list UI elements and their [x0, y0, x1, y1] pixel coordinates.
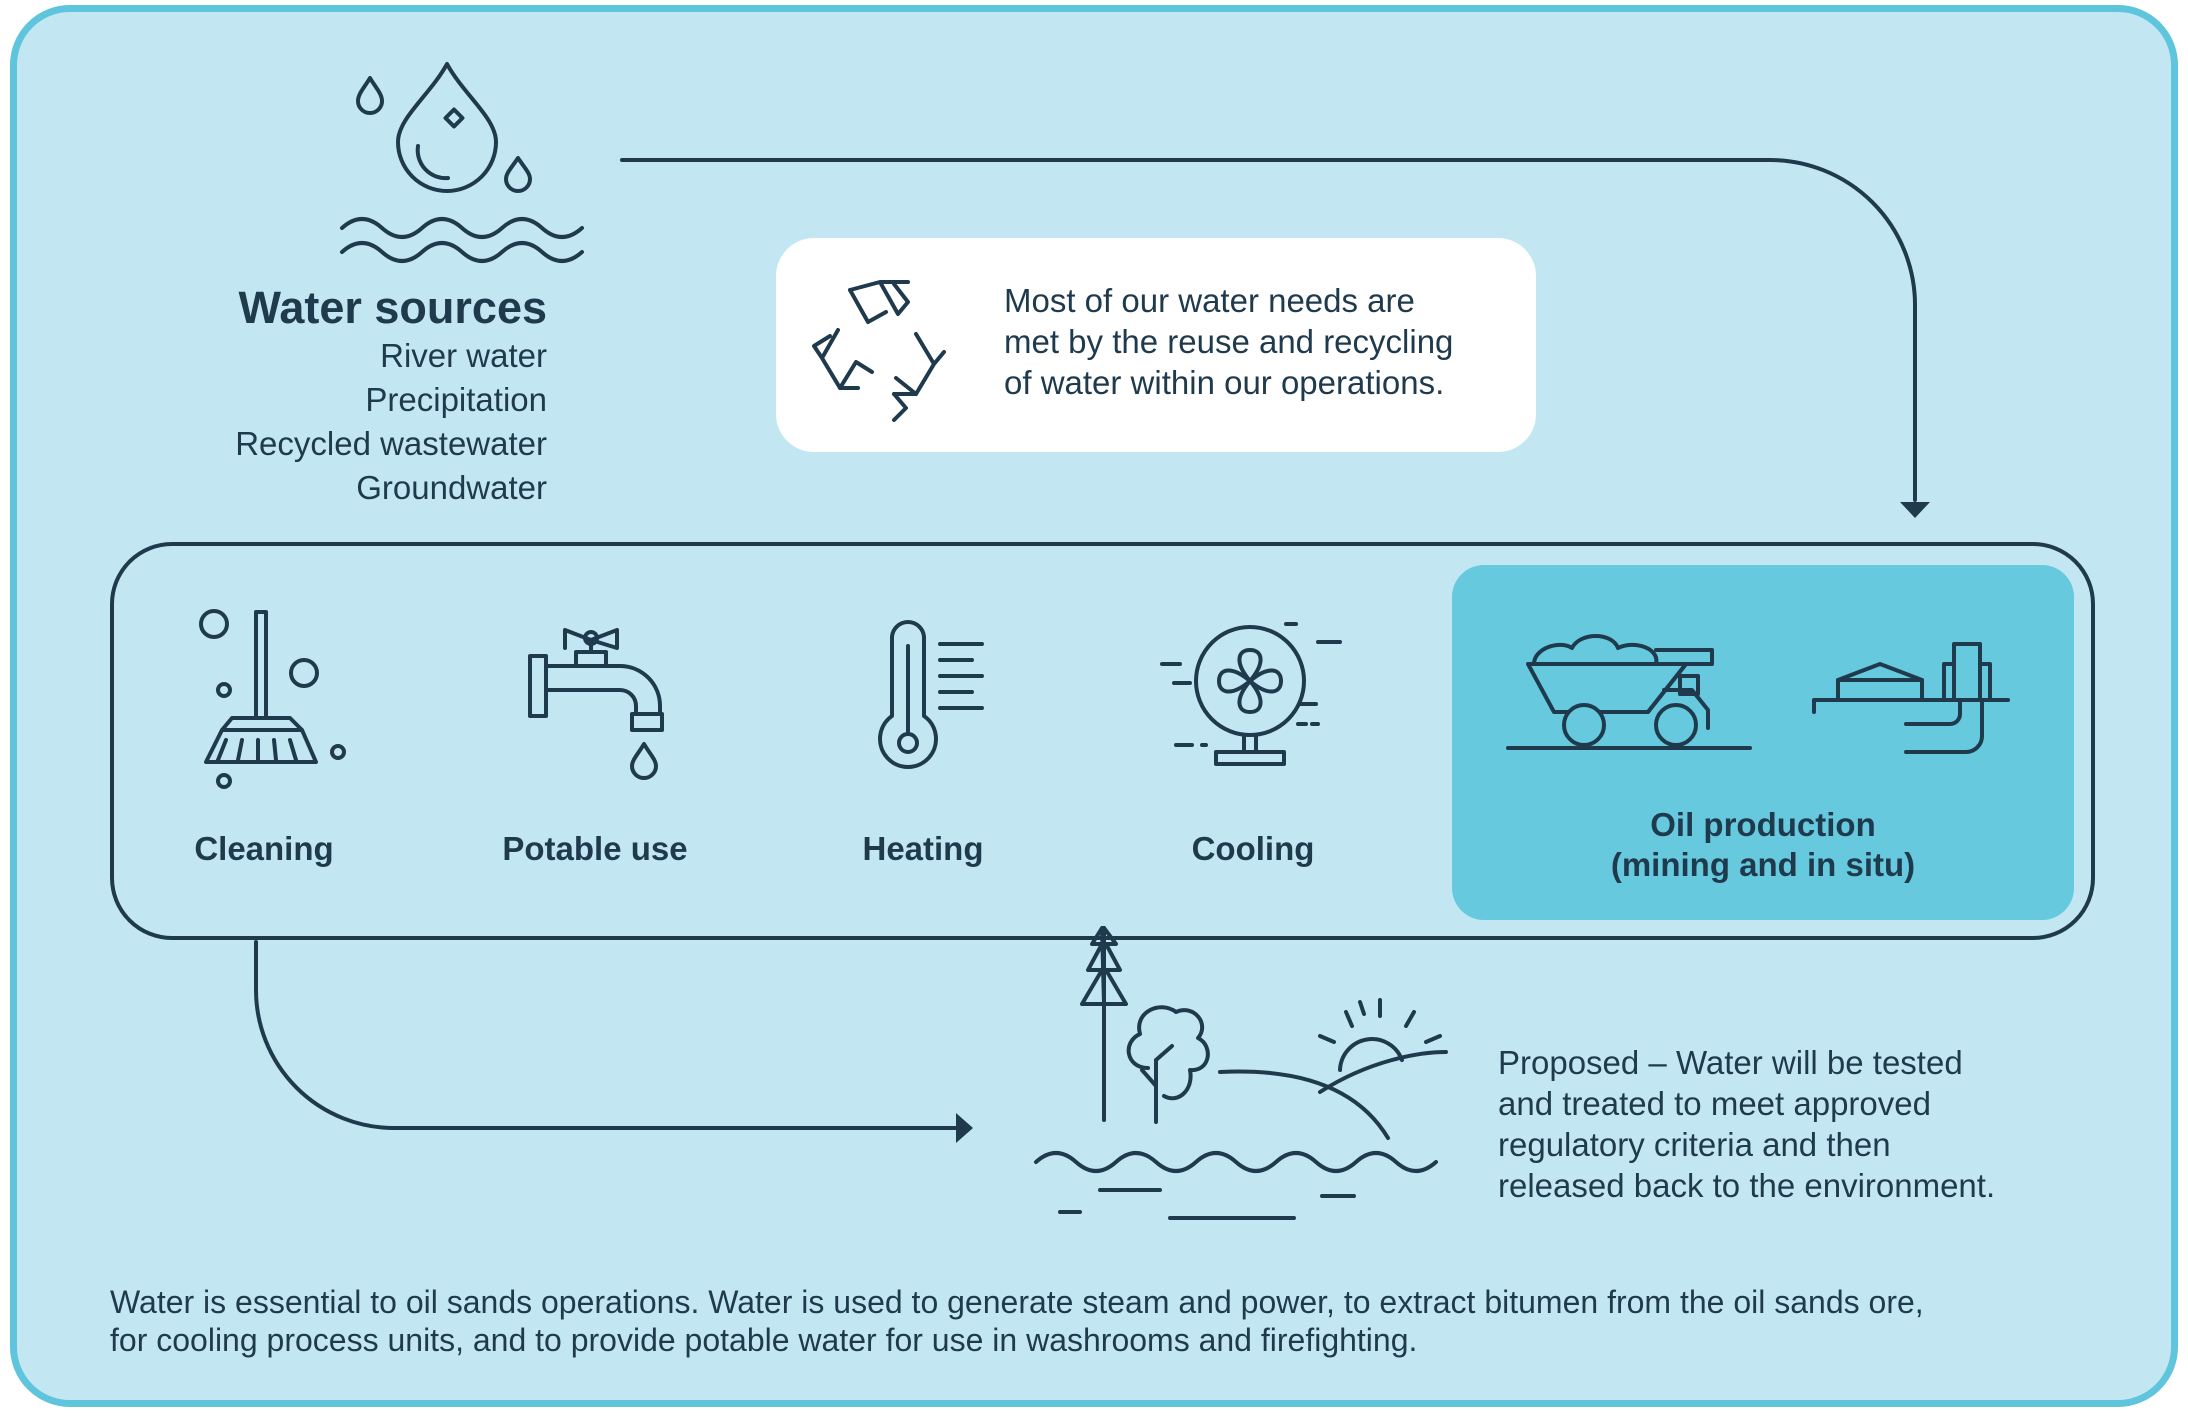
use-label-oil-production: Oil production (mining and in situ): [1452, 805, 2074, 885]
source-groundwater: Groundwater: [356, 469, 547, 506]
broom-icon: [199, 609, 346, 789]
callout-line-3: of water within our operations.: [1004, 364, 1445, 401]
footer-line-1: Water is essential to oil sands operatio…: [110, 1284, 1924, 1320]
use-label-cooling: Cooling: [1191, 830, 1315, 867]
release-line-3: regulatory criteria and then: [1498, 1126, 1891, 1163]
water-sources-title: Water sources: [238, 282, 547, 333]
callout-line-1: Most of our water needs are: [1004, 282, 1415, 319]
release-line-2: and treated to meet approved: [1498, 1085, 1931, 1122]
fan-icon: [1160, 622, 1342, 766]
flow-arrow-top: [620, 158, 1930, 518]
callout-line-2: met by the reuse and recycling: [1004, 323, 1454, 360]
use-label-cleaning: Cleaning: [194, 830, 334, 867]
use-label-heating: Heating: [862, 830, 984, 867]
faucet-icon: [528, 628, 664, 780]
release-line-4: released back to the environment.: [1498, 1167, 1996, 1204]
water-drop-icon: [340, 62, 584, 263]
recycle-icon: [812, 280, 946, 422]
recycling-callout: Most of our water needs are met by the r…: [776, 238, 1536, 452]
release-line-1: Proposed – Water will be tested: [1498, 1044, 1963, 1081]
footer-description: Water is essential to oil sands operatio…: [110, 1283, 1924, 1359]
thermometer-icon: [878, 620, 984, 769]
oil-label-line-2: (mining and in situ): [1610, 846, 1916, 883]
landscape-icon: [1034, 926, 1448, 1220]
release-description: Proposed – Water will be tested and trea…: [1498, 1042, 1995, 1206]
oil-label-line-1: Oil production: [1650, 806, 1876, 843]
source-recycled-wastewater: Recycled wastewater: [235, 425, 547, 462]
water-uses-box: [110, 542, 2095, 940]
source-precipitation: Precipitation: [365, 381, 547, 418]
footer-line-2: for cooling process units, and to provid…: [110, 1322, 1418, 1358]
recycling-callout-text: Most of our water needs are met by the r…: [1004, 280, 1453, 403]
source-river-water: River water: [380, 337, 547, 374]
flow-arrow-bottom: [254, 940, 973, 1143]
use-label-potable: Potable use: [502, 830, 688, 867]
